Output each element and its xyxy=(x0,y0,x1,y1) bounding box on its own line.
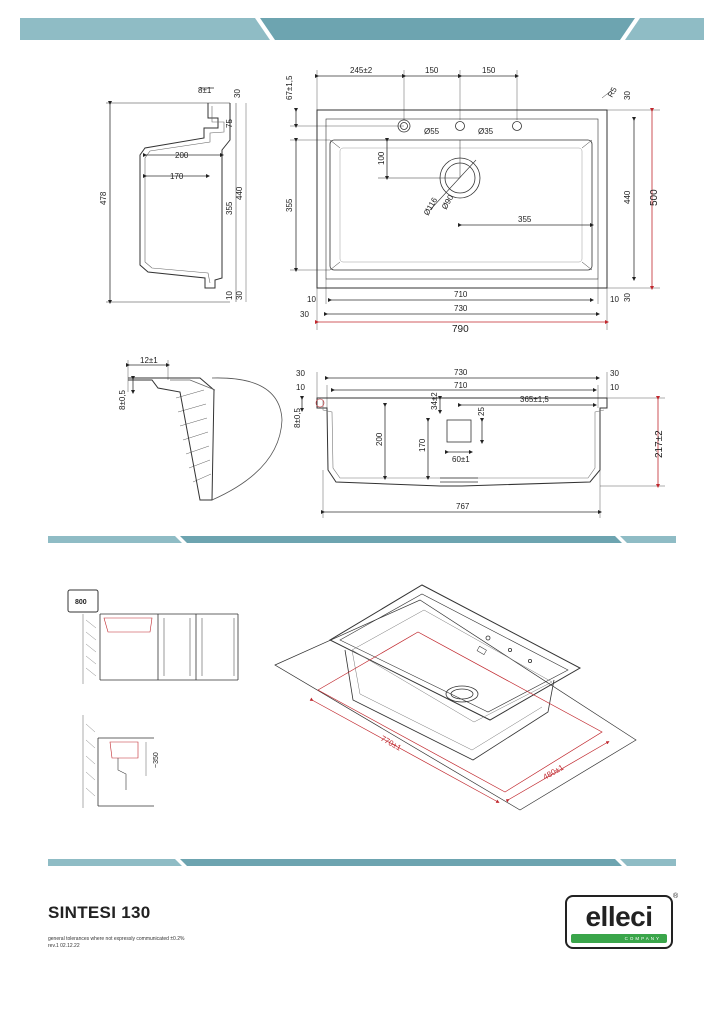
top-label-d35: Ø35 xyxy=(478,127,494,136)
front-label-30b: 30 xyxy=(610,369,619,378)
side-label-355: 355 xyxy=(225,201,234,215)
front-label-710: 710 xyxy=(454,381,468,390)
middle-band xyxy=(48,536,676,543)
elleci-logo: elleci COMPANY xyxy=(565,895,673,949)
front-section-view xyxy=(300,372,665,518)
front-label-365: 365±1,5 xyxy=(520,395,549,404)
front-label-200: 200 xyxy=(375,432,384,446)
top-label-67: 67±1,5 xyxy=(285,75,294,100)
top-label-30c: 30 xyxy=(623,293,632,302)
top-label-150b: 150 xyxy=(482,66,496,75)
top-label-100: 100 xyxy=(377,151,386,165)
side-label-440: 440 xyxy=(235,186,244,200)
front-label-730: 730 xyxy=(454,368,468,377)
front-label-767: 767 xyxy=(456,502,470,511)
bottom-band xyxy=(48,859,676,866)
front-label-34: 34±2 xyxy=(430,392,439,410)
top-label-10b: 10 xyxy=(610,295,619,304)
cabinet-width-label: 800 xyxy=(75,599,87,606)
front-label-170: 170 xyxy=(418,438,427,452)
cutout-depth-label: 480±1 xyxy=(542,763,566,782)
top-label-790: 790 xyxy=(452,324,469,335)
logo-wordmark: elleci xyxy=(585,901,653,932)
product-notes: general tolerances where not expressly c… xyxy=(48,936,184,950)
side-label-30a: 30 xyxy=(233,89,242,98)
siphon-height-label: ~350 xyxy=(153,752,160,768)
profile-detail xyxy=(126,360,283,501)
revision-note: rev.1 02.12.22 xyxy=(48,943,80,949)
front-label-217: 217±2 xyxy=(654,430,665,458)
side-label-10: 10 xyxy=(225,291,234,300)
logo-tagline: COMPANY xyxy=(624,936,661,941)
profile-detail-labels: 12±1 8±0,5 xyxy=(118,356,158,410)
top-label-500: 500 xyxy=(649,189,660,206)
top-label-10a: 10 xyxy=(307,295,316,304)
side-label-478: 478 xyxy=(99,191,108,205)
top-label-30b: 30 xyxy=(300,310,309,319)
perspective-view xyxy=(274,584,637,811)
side-label-200: 200 xyxy=(175,151,189,160)
top-band xyxy=(20,18,704,40)
side-label-75: 75 xyxy=(225,119,234,128)
top-label-150a: 150 xyxy=(425,66,439,75)
side-section-labels: 8±1 30 75 200 170 478 440 355 10 30 xyxy=(99,86,244,300)
front-section-labels: 30 730 30 10 710 10 34±2 365±1,5 8±0,5 2… xyxy=(293,368,665,511)
top-label-30a: 30 xyxy=(623,91,632,100)
side-label-8: 8±1 xyxy=(198,86,212,95)
top-label-730: 730 xyxy=(454,304,468,313)
top-label-d55: Ø55 xyxy=(424,127,440,136)
front-label-25: 25 xyxy=(477,407,486,416)
side-label-170: 170 xyxy=(170,172,184,181)
side-section-view xyxy=(106,87,247,304)
top-view xyxy=(290,70,660,330)
top-label-710: 710 xyxy=(454,290,468,299)
logo-green-bar xyxy=(571,934,667,943)
front-label-10a: 10 xyxy=(296,383,305,392)
front-label-60: 60±1 xyxy=(452,455,470,464)
registered-mark: ® xyxy=(673,893,679,900)
top-label-245: 245±2 xyxy=(350,66,373,75)
product-name: SINTESI 130 xyxy=(48,903,151,922)
side-label-30b: 30 xyxy=(235,291,244,300)
front-label-30a: 30 xyxy=(296,369,305,378)
cutout-width-label: 770±1 xyxy=(379,734,403,753)
top-label-355b: 355 xyxy=(518,215,532,224)
profile-label-8: 8±0,5 xyxy=(118,389,127,410)
cabinet-front xyxy=(67,589,239,684)
top-label-440: 440 xyxy=(623,190,632,204)
front-label-8: 8±0,5 xyxy=(293,407,302,428)
profile-label-12: 12±1 xyxy=(140,356,158,365)
front-label-10b: 10 xyxy=(610,383,619,392)
top-label-355a: 355 xyxy=(285,198,294,212)
cabinet-side xyxy=(82,715,154,808)
tolerance-note: general tolerances where not expressly c… xyxy=(48,936,185,942)
